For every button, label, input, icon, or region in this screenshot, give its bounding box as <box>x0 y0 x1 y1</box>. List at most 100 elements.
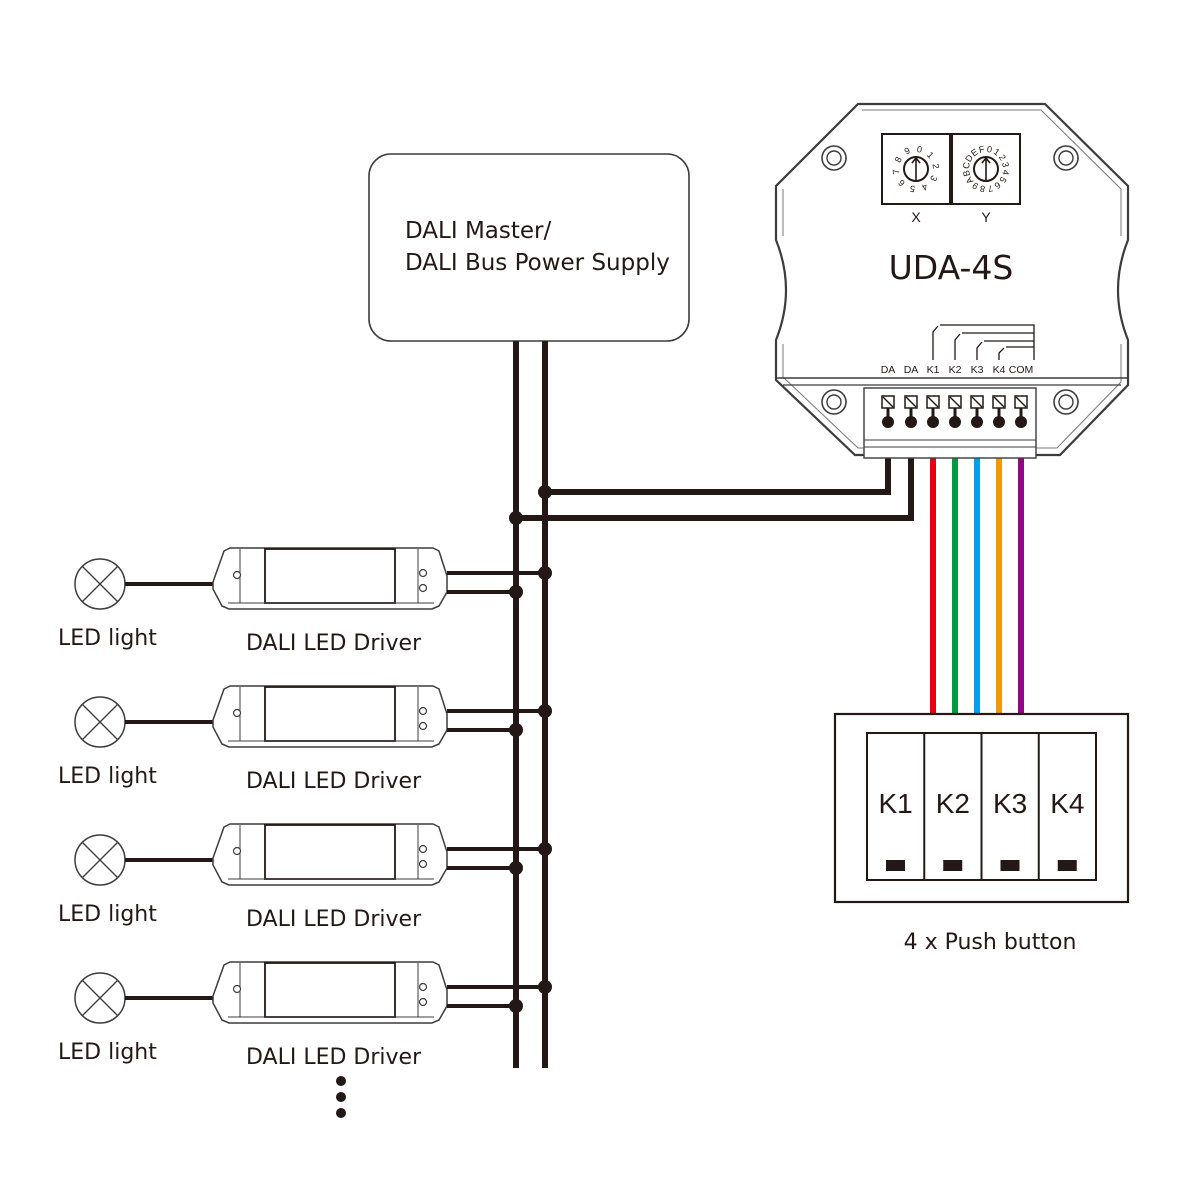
push-button-panel: K1 K2 K3 K4 4 x Push button <box>833 712 1130 955</box>
driver-label: DALI LED Driver <box>246 907 422 932</box>
switch-digit: B <box>961 169 972 177</box>
push-button-caption: 4 x Push button <box>904 930 1077 955</box>
driver-row: LED light DALI LED Driver <box>58 823 552 932</box>
key-label: K1 <box>878 788 912 819</box>
driver-label: DALI LED Driver <box>246 769 422 794</box>
driver-row: LED light DALI LED Driver <box>58 685 552 794</box>
screw-icon <box>418 844 428 854</box>
switch-digit: D <box>963 152 975 163</box>
switch-digit: 4 <box>920 181 929 192</box>
terminal-lug <box>949 416 961 428</box>
master-label-line1: DALI Master/ <box>405 218 551 244</box>
switch-y-label: Y <box>981 209 991 225</box>
switch-digit: 3 <box>1000 161 1011 168</box>
switch-wires <box>885 426 1024 714</box>
junction-dot <box>509 585 523 599</box>
screw-icon <box>418 997 428 1007</box>
junction-dot <box>538 842 552 856</box>
model-label: UDA-4S <box>889 248 1014 287</box>
led-lamp-icon <box>74 972 126 1024</box>
junction-dot <box>538 980 552 994</box>
key-indicator-icon <box>1057 860 1077 871</box>
terminal-label: K3 <box>971 364 984 376</box>
dali-master-box: DALI Master/ DALI Bus Power Supply <box>368 153 690 342</box>
junction-dot <box>509 999 523 1013</box>
switch-digit: 7 <box>987 183 994 194</box>
switch-digit: E <box>969 147 980 159</box>
push-button-k3[interactable]: K3 <box>980 733 1028 880</box>
lamp-label: LED light <box>58 1040 157 1065</box>
screw-slot <box>927 396 939 408</box>
arrow-up-icon <box>911 156 921 180</box>
led-lamp-icon <box>74 696 126 748</box>
key-indicator-icon <box>943 860 963 871</box>
lamp-label: LED light <box>58 764 157 789</box>
continuation-ellipsis-icon <box>336 1076 346 1118</box>
terminal-label: COM <box>1009 364 1034 376</box>
junction-dot <box>509 723 523 737</box>
screw-icon <box>418 568 428 578</box>
key-label: K2 <box>936 788 970 819</box>
key-label: K3 <box>993 788 1027 819</box>
switch-digit: 5 <box>997 175 1008 185</box>
terminal-label: K2 <box>949 364 962 376</box>
dali-led-driver <box>212 823 448 886</box>
key-indicator-icon <box>1000 860 1020 871</box>
mounting-hole-icon <box>821 389 847 415</box>
junction-dot <box>538 704 552 718</box>
lamp-label: LED light <box>58 902 157 927</box>
switch-digit: 6 <box>896 178 907 189</box>
push-button-k4[interactable]: K4 <box>1037 733 1085 880</box>
switch-digit: A <box>964 175 976 186</box>
dali-led-driver <box>212 961 448 1024</box>
switch-digit: 8 <box>979 183 986 194</box>
switch-x-label: X <box>911 209 921 225</box>
driver-label: DALI LED Driver <box>246 1045 422 1070</box>
screw-icon <box>232 570 242 580</box>
junction-dot <box>538 566 552 580</box>
switch-digit: 0 <box>986 144 993 155</box>
switch-digit: 5 <box>909 183 916 194</box>
screw-slot <box>949 396 961 408</box>
switch-digit: 2 <box>930 163 941 169</box>
push-button-k2[interactable]: K2 <box>923 733 970 880</box>
push-button-k1[interactable]: K1 <box>878 788 913 871</box>
switch-digit: 8 <box>893 155 904 164</box>
dali-led-driver <box>212 547 448 610</box>
terminal-lug <box>1015 416 1027 428</box>
junction-dot <box>538 485 552 499</box>
switch-digit: 4 <box>1000 169 1011 176</box>
key-label: K4 <box>1050 788 1084 819</box>
led-lamp-icon <box>74 558 126 610</box>
master-label-line2: DALI Bus Power Supply <box>405 250 670 276</box>
screw-slot <box>905 396 917 408</box>
switch-digit: C <box>961 161 972 170</box>
key-indicator-icon <box>886 860 905 871</box>
mounting-hole-icon <box>821 145 847 171</box>
screw-icon <box>232 846 242 856</box>
terminal-label: DA <box>881 364 896 376</box>
junction-dot <box>509 511 523 525</box>
screw-icon <box>418 982 428 992</box>
screw-icon <box>418 706 428 716</box>
dali-led-driver <box>212 685 448 748</box>
screw-slot <box>882 396 894 408</box>
screw-slot <box>1015 396 1027 408</box>
screw-slot <box>993 396 1005 408</box>
terminal-label: K1 <box>927 364 940 376</box>
screw-slot <box>971 396 983 408</box>
driver-label: DALI LED Driver <box>246 631 422 656</box>
terminal-lug <box>927 416 939 428</box>
switch-digit: F <box>978 144 986 155</box>
screw-icon <box>418 721 428 731</box>
screw-icon <box>232 708 242 718</box>
switch-digit: 2 <box>997 153 1008 163</box>
switch-digit: 1 <box>992 147 1002 158</box>
switch-digit: 6 <box>993 180 1003 191</box>
